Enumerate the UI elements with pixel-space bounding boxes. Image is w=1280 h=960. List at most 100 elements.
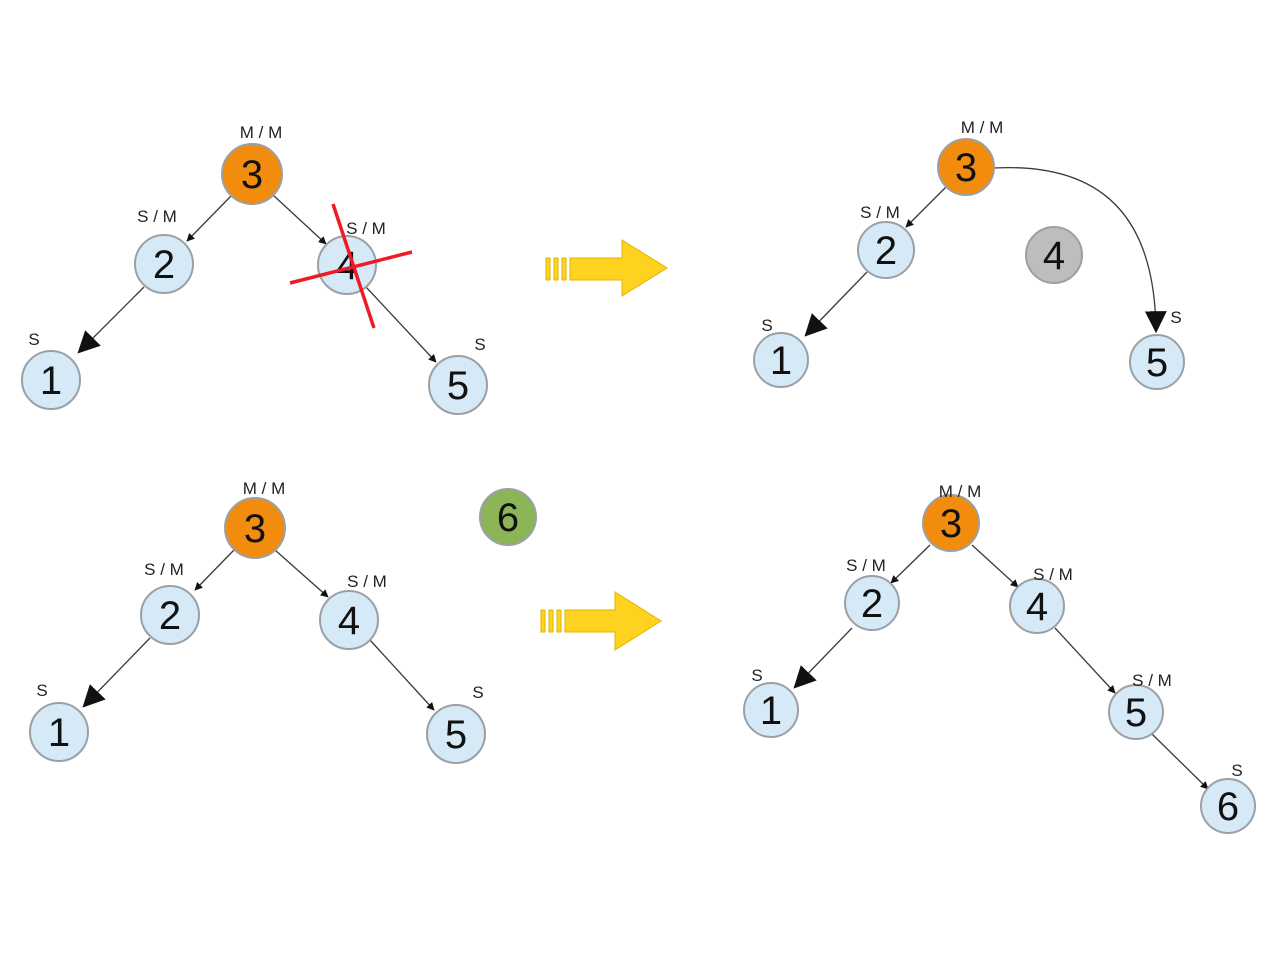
edge-2-1 [82,637,151,708]
diagram-remove-after: 3 M / M 2 S / M 4 1 S 5 S [753,118,1185,390]
edge-4-5 [1054,627,1116,694]
node-1-label: 1 [40,359,62,403]
node-4-label: 4 [338,599,360,643]
edge-3-2 [186,194,233,242]
node-2: 2 S / M [857,203,915,279]
node-4-role: S / M [1033,565,1073,584]
node-4-circle [1009,578,1065,634]
node-1-role: S [28,330,39,349]
node-4-label: 4 [1043,234,1065,278]
node-3: 3 M / M [922,482,981,552]
arrow-tail-bar-1 [540,609,546,633]
arrow-body [569,239,668,297]
arrow-body [564,591,662,651]
node-6: 6 S [1200,761,1256,834]
node-1: 1 S [29,681,89,762]
node-4-circle [1025,226,1083,284]
node-5-label: 5 [447,364,469,408]
edge-3-2 [194,549,235,591]
node-5: 5 S / M [1108,671,1172,740]
diagram-remove-before: 3 M / M 2 S / M 4 S / M 1 S 5 S [21,123,488,415]
node-4-label: 4 [336,244,358,288]
edge-3-4 [274,549,329,598]
arrow-tail-bar-3 [561,257,567,281]
node-3-circle [224,497,286,559]
node-5-circle [1129,334,1185,390]
cross-line-2 [289,250,413,285]
node-5-role: S [1170,308,1181,327]
edge-4-5 [369,639,435,711]
node-6-label: 6 [497,496,519,540]
node-5-circle [1108,684,1164,740]
node-3-circle [937,138,995,196]
node-2-label: 2 [159,594,181,638]
node-1-label: 1 [48,711,70,755]
node-3-label: 3 [241,153,263,197]
edge-4-5 [365,286,437,363]
remove-cross-mark [289,203,413,329]
node-2-circle [134,234,194,294]
node-5-role: S [472,683,483,702]
transition-arrow-bottom [540,591,662,651]
node-5-role: S [474,335,485,354]
node-4-label: 4 [1026,585,1048,629]
node-1-label: 1 [760,689,782,733]
transition-arrow-top [545,239,668,297]
node-3-circle [922,494,980,552]
node-1-circle [21,350,81,410]
node-6-circle [1200,778,1256,834]
node-1-circle [743,682,799,738]
node-3-role: M / M [240,123,283,142]
node-2-role: S / M [144,560,184,579]
node-1-role: S [761,316,772,335]
node-4: 4 S / M [317,219,386,295]
node-4-circle [319,590,379,650]
node-2-role: S / M [846,556,886,575]
arrow-tail-bar-2 [553,257,559,281]
node-1-role: S [751,666,762,685]
node-4-role: S / M [346,219,386,238]
node-5: 5 S [426,683,486,764]
node-5-circle [428,355,488,415]
node-2-label: 2 [861,582,883,626]
node-2: 2 S / M [844,556,900,631]
node-5-label: 5 [1125,691,1147,735]
node-1-circle [29,702,89,762]
node-5-label: 5 [445,713,467,757]
node-2-circle [140,585,200,645]
node-1-label: 1 [770,339,792,383]
node-1: 1 S [743,666,799,738]
node-4: 4 S / M [1009,565,1073,634]
node-3-label: 3 [940,502,962,546]
arrow-tail-bar-1 [545,257,551,281]
node-3-role: M / M [961,118,1004,137]
node-5-role: S / M [1132,671,1172,690]
edge-3-4 [971,544,1019,588]
node-5-circle [426,704,486,764]
node-3: 3 M / M [221,123,283,205]
node-3: 3 M / M [937,118,1004,196]
node-1: 1 S [21,330,81,410]
node-2-circle [857,221,915,279]
node-6-circle [479,488,537,546]
node-4: 4 [1025,226,1083,284]
node-3-label: 3 [955,146,977,190]
node-2-label: 2 [875,229,897,273]
node-4-role: S / M [347,572,387,591]
node-4: 4 S / M [319,572,387,650]
node-6-role: S [1231,761,1242,780]
node-2: 2 S / M [134,207,194,294]
diagram-add-before: 3 M / M 2 S / M 4 S / M 1 S 5 S 6 [29,479,537,764]
node-2-role: S / M [860,203,900,222]
node-2-role: S / M [137,207,177,226]
node-6-label: 6 [1217,785,1239,829]
node-2: 2 S / M [140,560,200,645]
edge-2-1 [804,271,868,337]
node-5-label: 5 [1146,341,1168,385]
node-3-label: 3 [244,507,266,551]
node-2-circle [844,575,900,631]
node-1: 1 S [753,316,809,388]
node-5: 5 S [1129,308,1185,390]
node-1-role: S [36,681,47,700]
